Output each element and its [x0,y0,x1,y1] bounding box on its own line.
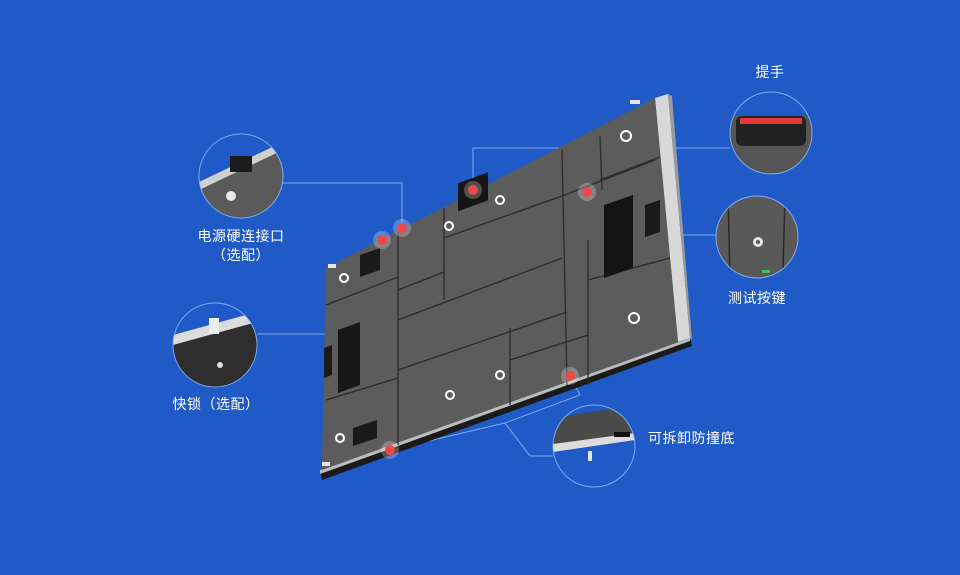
callout-quick-lock-image [173,303,257,387]
quick-lock-label: 快锁（选配） [168,396,264,415]
callout-handle-image [730,92,812,174]
power-connector-label-note: （选配） [212,248,270,264]
handle-label-title: 提手 [755,65,785,81]
callout-power-connector-image [199,134,283,218]
power-connector-label-title: 电源硬连接口 [197,229,285,245]
power-connector-label: 电源硬连接口 （选配） [188,228,294,266]
handle-label: 提手 [740,64,800,83]
test-button-label-title: 测试按键 [728,291,786,307]
hotspots [373,181,596,459]
quick-lock-label-title: 快锁（选配） [172,397,260,413]
test-button-label: 测试按键 [715,290,799,309]
callout-test-button-image [716,196,798,278]
callout-bumper-image [553,405,635,487]
detachable-bumper-label-title: 可拆卸防撞底 [648,431,735,447]
detachable-bumper-label: 可拆卸防撞底 [648,430,748,449]
